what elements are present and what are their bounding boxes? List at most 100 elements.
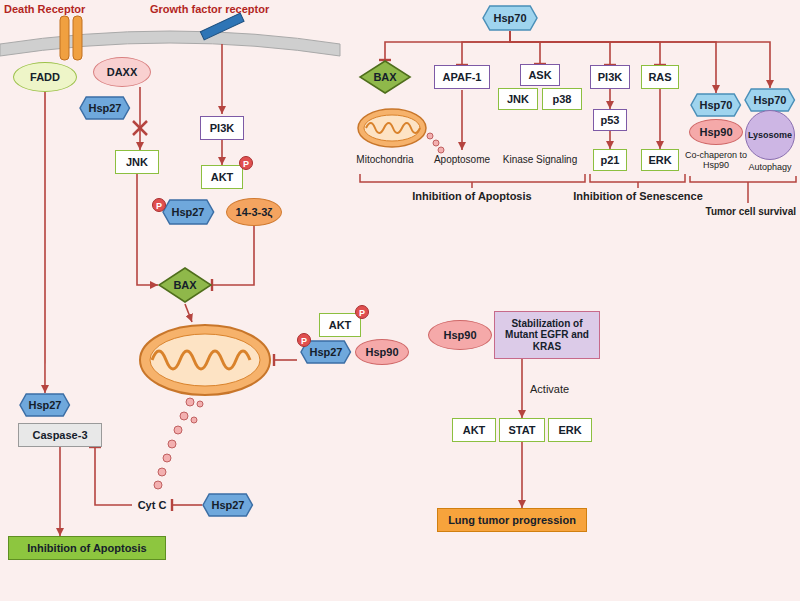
phospho-mark: P [355, 305, 369, 319]
node-text: p21 [601, 154, 620, 167]
bax-diamond: BAX [158, 267, 212, 303]
hsp-hexagon: Hsp27 [162, 199, 215, 225]
node-text: ERK [558, 424, 581, 437]
node-text: BAX [173, 279, 196, 292]
outcome-box: Inhibition of Apoptosis [8, 536, 166, 560]
annotation-label: Autophagy [748, 162, 791, 172]
hsp-hexagon: Hsp70 [744, 88, 795, 112]
bracket [360, 174, 796, 203]
node-text: p53 [601, 114, 620, 127]
node-text: Lung tumor progression [448, 514, 576, 527]
protein-box: AKT [452, 418, 496, 442]
node-text: PI3K [210, 122, 234, 135]
protein-box: ERK [548, 418, 592, 442]
node-text: AKT [463, 424, 486, 437]
phospho-mark: P [239, 156, 253, 170]
node-text: Cyt C [138, 499, 167, 512]
molecule-node: Cyt C [132, 496, 172, 514]
node-text: Lysosome [748, 130, 792, 140]
activation-arrow [521, 442, 523, 508]
activation-arrow [521, 359, 523, 418]
inhibition-line [274, 359, 297, 361]
inhibition-line [510, 31, 610, 65]
node-text: Hsp90 [699, 126, 732, 139]
activation-arrow [659, 89, 661, 149]
cytochrome-c-release [427, 133, 444, 153]
protein-box: JNK [498, 88, 538, 110]
node-text: PI3K [598, 71, 622, 84]
node-text: JNK [507, 93, 529, 106]
mitochondrion [358, 109, 426, 147]
annotation-label: Mitochondria [356, 154, 413, 166]
protein-box: ERK [641, 149, 679, 171]
outcome-box: Lung tumor progression [437, 508, 587, 532]
hsp-oval: Hsp90 [428, 320, 492, 350]
protein-box: p38 [542, 88, 582, 110]
node-text: AKT [211, 171, 234, 184]
node-text: 14-3-3ζ [236, 206, 273, 219]
annotation-label: Apoptosome [434, 154, 490, 166]
hsp-oval: Hsp90 [355, 339, 409, 365]
adaptor-oval: FADD [13, 62, 77, 92]
inhibition-line [212, 226, 254, 285]
inhibition-line [510, 31, 540, 64]
node-text: Hsp90 [365, 346, 398, 359]
hsp-hexagon: Hsp70 [482, 5, 538, 31]
protein-box: PI3K [200, 116, 244, 140]
annotation-label: Kinase Signaling [503, 154, 578, 166]
node-text: FADD [30, 71, 60, 84]
node-text: DAXX [107, 66, 138, 79]
activation-arrow [137, 174, 158, 285]
activation-arrow [221, 44, 223, 114]
inhibition-line [172, 504, 202, 506]
activation-arrow [221, 140, 223, 165]
inhibition-line [95, 447, 132, 505]
node-text: Hsp27 [171, 206, 204, 219]
hsp-hexagon: Hsp70 [690, 93, 741, 117]
hsp-hexagon: Hsp27 [79, 96, 130, 120]
death-receptor [73, 16, 82, 60]
activation-arrow [139, 87, 141, 150]
protein-box: RAS [641, 65, 679, 89]
mitochondrion [140, 325, 270, 395]
inhibition-line [510, 31, 660, 65]
node-text: Hsp70 [493, 12, 526, 25]
annotation-label: Growth factor receptor [150, 3, 269, 16]
node-text: APAF-1 [443, 71, 482, 84]
protein-box: ASK [520, 64, 560, 86]
activation-arrow [609, 89, 611, 109]
annotation-label: Inhibition of Senescence [573, 190, 703, 203]
inhibition-line [462, 31, 510, 65]
protein-box: JNK [115, 150, 159, 174]
node-text: Stabilization of Mutant EGFR and KRAS [500, 318, 594, 353]
activation-arrow [44, 92, 46, 393]
activation-arrow [59, 447, 61, 536]
protein-box: AKT [201, 165, 243, 189]
phospho-mark: P [297, 333, 311, 347]
death-receptor [60, 16, 69, 60]
node-text: ASK [528, 69, 551, 82]
protein-oval: 14-3-3ζ [226, 198, 282, 226]
cell-membrane [0, 31, 340, 56]
node-text: STAT [508, 424, 535, 437]
node-text: Hsp27 [211, 499, 244, 512]
annotation-label: Tumor cell survival [706, 206, 796, 218]
phospho-mark: P [152, 198, 166, 212]
node-text: AKT [329, 319, 352, 332]
protein-box: p21 [593, 149, 627, 171]
node-text: Hsp70 [699, 99, 732, 112]
node-text: Hsp90 [443, 329, 476, 342]
hsp-oval: Hsp90 [689, 119, 743, 145]
protein-box: p53 [593, 109, 627, 131]
hsp-hexagon: Hsp27 [202, 493, 253, 517]
protein-box: PI3K [590, 65, 630, 89]
node-text: ERK [648, 154, 671, 167]
protein-box: Caspase-3 [18, 423, 102, 447]
node-text: Hsp27 [88, 102, 121, 115]
activation-arrow [510, 31, 770, 88]
node-text: Hsp27 [28, 399, 61, 412]
adaptor-oval: DAXX [93, 57, 151, 87]
hsp-hexagon: Hsp27 [19, 393, 70, 417]
